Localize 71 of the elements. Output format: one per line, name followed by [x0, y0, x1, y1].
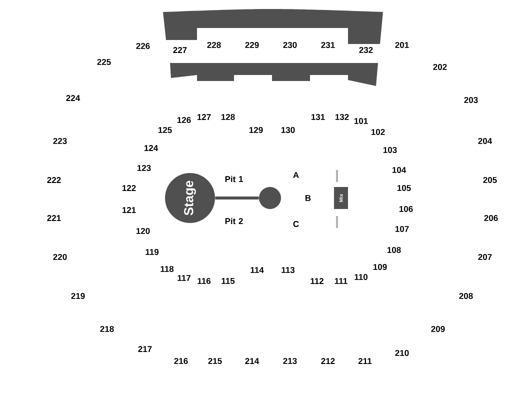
section-number: 111 — [334, 278, 348, 284]
section-number: 220 — [53, 254, 67, 260]
section-number: 207 — [478, 254, 492, 260]
section-number: 117 — [178, 275, 190, 281]
section-number: 109 — [373, 264, 387, 270]
section-number: 131 — [311, 114, 325, 120]
runway — [215, 196, 259, 200]
section-number: 116 — [198, 278, 211, 284]
section-number: A — [293, 172, 299, 178]
section-number: 101 — [354, 118, 368, 124]
section-number: 208 — [459, 293, 473, 299]
section-number: 232 — [359, 47, 373, 53]
section-number: 102 — [371, 129, 385, 135]
section-number: 132 — [335, 114, 349, 120]
section-number: 125 — [158, 127, 172, 133]
section-number: 227 — [173, 47, 187, 53]
section-number: 114 — [250, 267, 264, 273]
section-number: B — [306, 195, 311, 201]
platform-circle — [259, 187, 281, 209]
section-number: 222 — [47, 177, 61, 183]
section-number: 221 — [47, 215, 61, 221]
section-number: 123 — [137, 164, 151, 171]
section-number: 201 — [395, 42, 409, 48]
section-number: 215 — [208, 358, 222, 364]
section-number: 105 — [397, 185, 411, 191]
section-number: 218 — [100, 326, 114, 332]
section-number: 112 — [310, 278, 324, 284]
section-number: 211 — [358, 358, 372, 364]
section-number: 231 — [321, 42, 335, 48]
section-number: 127 — [197, 114, 211, 120]
section-number: 104 — [392, 167, 406, 173]
section-number: 202 — [433, 64, 447, 70]
section-number: 107 — [395, 226, 409, 232]
section-number: 213 — [283, 358, 297, 364]
section-number: 219 — [71, 293, 85, 299]
section-number: 115 — [222, 278, 235, 284]
section-number: 119 — [146, 249, 159, 255]
section-number: 229 — [245, 42, 259, 48]
section-number: 224 — [66, 95, 80, 101]
section-number: 214 — [245, 358, 260, 364]
section-number: 120 — [136, 228, 150, 234]
section-number: 209 — [431, 326, 445, 332]
section-number: 124 — [144, 145, 158, 151]
section-number: 228 — [207, 42, 221, 48]
section-number: 212 — [321, 358, 335, 364]
section-number: Pit 2 — [225, 218, 243, 224]
section-number: 110 — [354, 274, 368, 280]
section-number: 203 — [464, 97, 478, 103]
section-number: 113 — [282, 266, 295, 273]
section-number: 223 — [53, 138, 67, 144]
section-number: 210 — [395, 350, 409, 356]
section-number: 108 — [387, 247, 401, 253]
section-number: 103 — [383, 146, 397, 153]
section-number: 205 — [483, 177, 497, 183]
section-number: 225 — [97, 59, 111, 65]
section-number: 121 — [122, 207, 136, 213]
section-number: Pit 1 — [225, 176, 243, 182]
section-number: 206 — [484, 215, 498, 221]
section-number: C — [293, 221, 299, 227]
section-number: 126 — [177, 117, 191, 123]
section-number: 130 — [281, 126, 295, 133]
section-number: 204 — [478, 138, 492, 144]
section-number: 226 — [136, 43, 150, 49]
section-number: 216 — [174, 358, 188, 364]
section-number: 128 — [221, 114, 235, 120]
section-number: 217 — [138, 346, 152, 352]
section-number: 106 — [399, 206, 413, 212]
section-number: 230 — [283, 42, 297, 48]
section-number: 122 — [122, 185, 136, 191]
section-number: 129 — [249, 127, 263, 133]
section-number: 118 — [160, 266, 174, 272]
